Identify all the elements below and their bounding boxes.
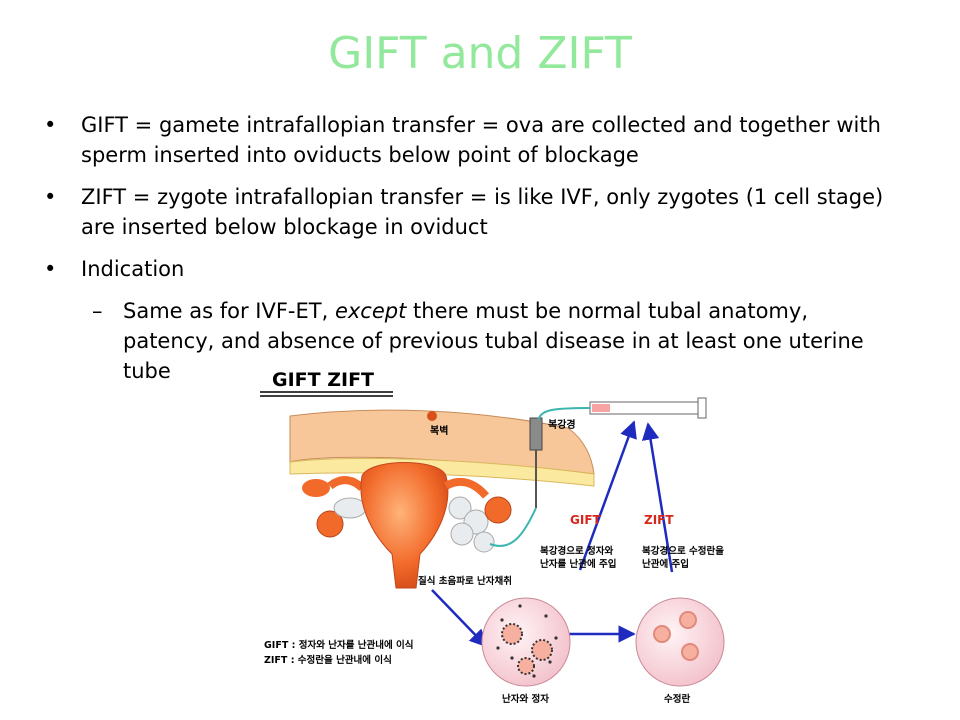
syringe-fluid [592,404,610,412]
egg-sperm-circle [481,597,571,687]
zift-desc-1: 복강경으로 수정란을 [642,545,724,557]
zygote-label: 수정란 [664,693,690,705]
sub-bullet-indication: Same as for IVF-ET, except there must be… [44,296,904,386]
sub-text-emphasis: except [334,299,407,323]
abdominal-wall-label: 복벽 [430,424,448,437]
legend-zift: ZIFT : 수정란을 난관내에 이식 [264,654,392,666]
sub-text-suffix: there must be normal tubal anatomy, pate… [123,299,864,383]
slide-title: GIFT and ZIFT [328,28,632,79]
right-adnexa [444,477,512,553]
zygote-cell-1 [653,625,671,643]
arrow-zift [641,422,674,573]
uterus [360,462,449,589]
gift-label: GIFT [570,513,602,527]
zygote-cell-3 [681,643,699,661]
egg-cell-1 [501,623,523,645]
zift-label: ZIFT [644,513,674,527]
gift-desc-2: 난자를 난관에 주입 [540,558,617,570]
egg-cell-2 [531,639,553,661]
syringe-plunger [697,397,707,419]
legend-gift: GIFT : 정자와 난자를 난관내에 이식 [264,639,414,651]
laparoscope-label: 복강경 [548,418,576,431]
egg-sperm-label: 난자와 정자 [502,693,549,705]
sperm-dots [496,604,558,678]
retrieval-tube [489,507,537,547]
bullet-list: GIFT = gamete intrafallopian transfer = … [44,110,904,386]
arrow-retrieval [431,589,488,648]
arrow-gift [578,420,637,571]
zygote-circle [635,597,725,687]
gift-zift-diagram: GIFT ZIFT 복벽 복강경 GIFT ZIFT 복강경으로 정자와 난 [260,369,725,705]
bullet-gift: GIFT = gamete intrafallopian transfer = … [44,110,904,170]
bullet-indication: Indication [44,254,904,284]
diagram-header: GIFT ZIFT [272,369,374,391]
zift-desc-2: 난관에 주입 [642,558,689,570]
syringe-tube [537,407,591,421]
left-adnexa [302,476,367,538]
incision-mark [427,411,437,421]
bullet-zift: ZIFT = zygote intrafallopian transfer = … [44,182,904,242]
laparoscope-icon [529,417,543,451]
egg-cell-3 [517,657,535,675]
retrieval-label: 질식 초음파로 난자채취 [418,575,512,587]
gift-desc-1: 복강경으로 정자와 [540,545,613,557]
sub-text-prefix: Same as for IVF-ET, [123,299,335,323]
zygote-cell-2 [679,611,697,629]
